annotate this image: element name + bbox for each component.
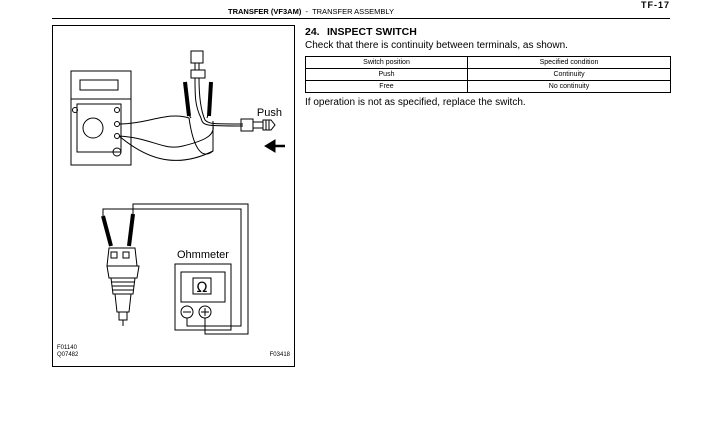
step-content: 24. INSPECT SWITCH Check that there is co… [304,26,673,109]
page-header: TRANSFER (VF3AM) - TRANSFER ASSEMBLY TF-… [52,0,670,19]
figure-code-top: F01140 [57,345,77,351]
step-instruction: Check that there is continuity between t… [305,40,568,51]
specification-table: Switch position Specified condition Push… [304,56,671,93]
table-cell: No continuity [467,80,671,93]
table-header-row: Switch position Specified condition [304,56,671,69]
step-title: INSPECT SWITCH [327,26,417,38]
table-cell: Push [304,68,469,81]
table-row: Free No continuity [304,80,671,93]
header-section: TRANSFER (VF3AM) [228,7,302,16]
ohmmeter-label: Ohmmeter [177,249,229,261]
figure-code-bottom: Q07482 [57,352,79,358]
header-subsection: TRANSFER ASSEMBLY [312,7,395,16]
push-label: Push [257,107,282,119]
switch-body-icon [106,247,140,326]
table-row: Push Continuity [304,68,671,81]
step-heading: 24. INSPECT SWITCH [305,26,673,38]
replacement-note: If operation is not as specified, replac… [305,97,526,108]
page-number: TF-17 [640,0,670,10]
omega-symbol: Ω [197,280,208,296]
table-cell: Continuity [467,68,671,81]
ohmmeter-top-icon [70,70,132,166]
switch-diagram: Push Ohmmeter Ω [70,50,285,335]
push-arrow-icon [264,139,285,153]
inspection-illustration: Push Ohmmeter Ω F01140 Q07482 F03418 [52,25,295,367]
probe-icon [183,81,213,119]
column-header: Switch position [304,56,469,69]
connector-icon [190,50,206,79]
ohmmeter-bottom-icon [174,263,232,331]
figure-code-right: F03418 [269,352,290,358]
table-cell: Free [304,80,469,93]
column-header: Specified condition [467,56,671,69]
switch-side-icon [240,118,276,132]
step-number: 24. [305,26,320,38]
header-separator: - [305,7,309,16]
